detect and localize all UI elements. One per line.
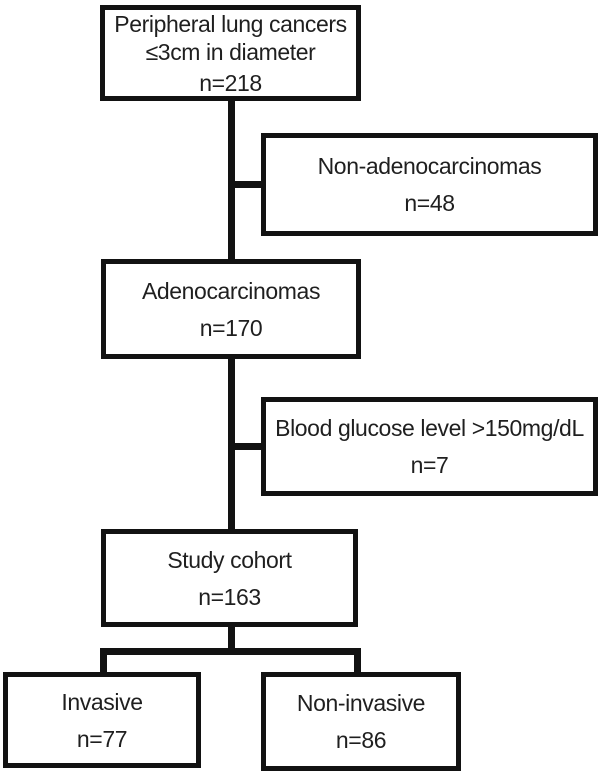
flow-box-invasive: Invasive n=77	[3, 672, 201, 768]
box-label-line2: ≤3cm in diameter	[145, 38, 316, 65]
box-count: n=163	[198, 583, 261, 610]
flow-box-adenocarcinomas: Adenocarcinomas n=170	[101, 259, 361, 359]
flow-box-study-cohort: Study cohort n=163	[101, 529, 358, 627]
flow-box-non-invasive: Non-invasive n=86	[261, 672, 461, 771]
connector-peripheral-to-adenocarcinomas	[228, 100, 235, 261]
connector-branch-to-glucose	[231, 443, 263, 450]
box-label: Non-invasive	[296, 690, 426, 716]
box-label-line1: Peripheral lung cancers	[114, 10, 347, 37]
box-label: Non-adenocarcinomas	[317, 153, 542, 179]
box-label: Invasive	[61, 688, 143, 715]
box-count: n=170	[199, 314, 263, 341]
flow-box-blood-glucose: Blood glucose level >150mg/dL n=7	[261, 397, 598, 496]
box-label: Study cohort	[167, 546, 292, 573]
connector-branch-to-non-adenocarcinomas	[231, 181, 263, 188]
flow-box-peripheral-lung-cancers: Peripheral lung cancers ≤3cm in diameter…	[100, 5, 361, 101]
box-label: Adenocarcinomas	[141, 277, 321, 304]
box-count: n=218	[199, 69, 262, 96]
box-count: n=48	[404, 190, 455, 216]
connector-drop-invasive	[100, 648, 107, 674]
box-label: Blood glucose level >150mg/dL	[275, 415, 584, 441]
box-count: n=86	[335, 727, 387, 753]
box-count: n=7	[410, 452, 449, 478]
flow-box-non-adenocarcinomas: Non-adenocarcinomas n=48	[261, 133, 598, 236]
box-count: n=77	[76, 725, 128, 752]
connector-drop-non-invasive	[354, 648, 361, 674]
connector-split-horizontal	[100, 648, 361, 655]
connector-cohort-stub	[228, 625, 235, 655]
